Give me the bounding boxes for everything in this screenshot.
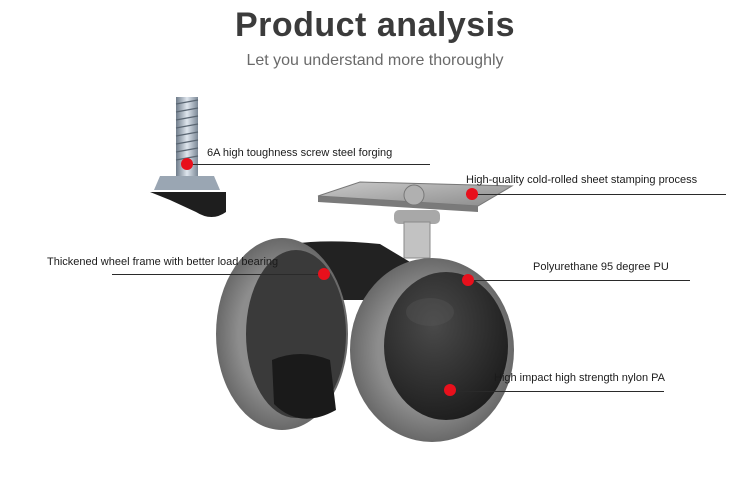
callout-label-frame: Thickened wheel frame with better load b… [47, 256, 279, 268]
mounting-plate-part [317, 181, 514, 259]
callout-line-plate [466, 194, 726, 195]
marker-frame [318, 268, 330, 280]
marker-screw [181, 158, 193, 170]
right-wheel-part [350, 258, 514, 442]
page-title: Product analysis [234, 6, 516, 44]
callout-label-pu: Polyurethane 95 degree PU [533, 261, 669, 273]
marker-plate [466, 188, 478, 200]
left-wheel-part [216, 238, 348, 430]
callout-line-pu [470, 280, 690, 281]
callout-label-nylon: High impact high strength nylon PA [494, 372, 665, 384]
marker-pu [462, 274, 474, 286]
callout-line-nylon [450, 391, 664, 392]
page-subtitle: Let you understand more thoroughly [246, 52, 504, 69]
callout-line-screw [190, 164, 430, 165]
callout-line-frame [112, 274, 324, 275]
callout-label-screw: 6A high toughness screw steel forging [207, 147, 393, 159]
marker-nylon [444, 384, 456, 396]
callout-label-plate: High-quality cold-rolled sheet stamping … [466, 174, 698, 186]
